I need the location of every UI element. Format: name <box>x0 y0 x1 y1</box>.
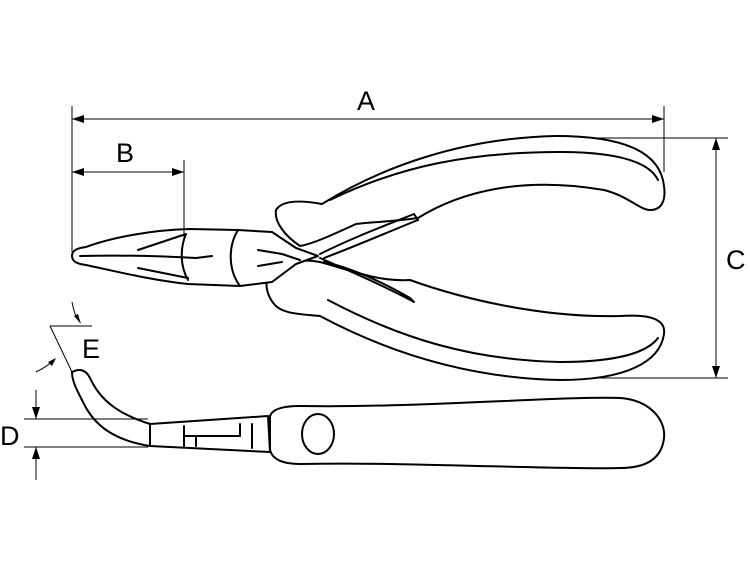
dimension-e: E <box>35 301 100 373</box>
dimension-b: B <box>72 138 185 238</box>
jaw-nose <box>71 228 241 287</box>
dimension-label-c: C <box>726 245 746 275</box>
dimension-label-a: A <box>357 86 375 116</box>
dimension-a: A <box>71 86 665 252</box>
dimension-c: C <box>592 137 746 379</box>
rivet <box>301 413 335 455</box>
upper-handle-inner-line <box>329 151 659 201</box>
lower-handle <box>265 259 666 381</box>
dimension-d: D <box>0 390 148 480</box>
dimension-label-e: E <box>82 334 100 364</box>
jaw-shoulder <box>180 233 189 281</box>
return-spring-upper <box>319 213 419 259</box>
dimension-label-b: B <box>116 138 134 168</box>
pliers-side-view <box>71 369 666 470</box>
return-spring-lower <box>319 257 415 303</box>
jaw-edge-lower <box>137 267 189 279</box>
bent-tip <box>71 369 151 447</box>
dimension-label-d: D <box>0 421 20 451</box>
pivot-joint-detail <box>257 249 301 267</box>
pliers-top-view <box>71 135 666 381</box>
side-head-step <box>183 423 253 449</box>
upper-handle <box>274 135 666 247</box>
lower-handle-inner-line <box>327 299 659 363</box>
side-handle <box>269 396 666 470</box>
jaw-parting-line <box>79 254 213 259</box>
jaw-edge-upper <box>137 233 187 251</box>
